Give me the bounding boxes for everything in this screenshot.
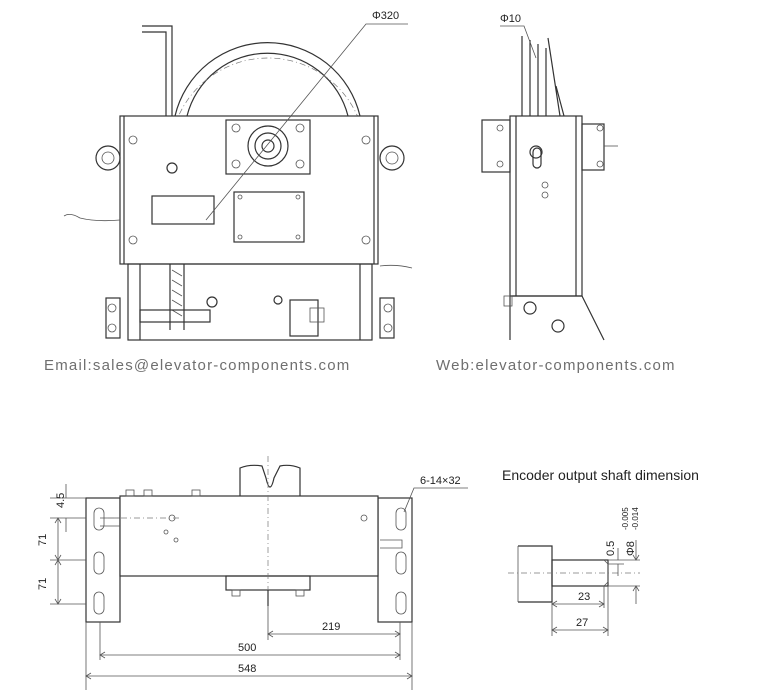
dim-219: 219	[322, 621, 340, 633]
dim-71-a: 71	[37, 534, 49, 546]
plan-view: 4.5 71 71 219 500 548 6-14×32	[37, 456, 468, 690]
shaft-diameter-label: Φ8	[625, 541, 637, 556]
tolerance-lower: -0.014	[631, 507, 640, 530]
dim-500: 500	[238, 642, 256, 654]
encoder-detail: Encoder output shaft dimension 23 27 0.5…	[502, 467, 699, 636]
dim-548: 548	[238, 663, 256, 675]
chamfer-label: 0.5	[605, 541, 617, 556]
encoder-title: Encoder output shaft dimension	[502, 467, 699, 483]
side-diameter-label: Φ10	[500, 13, 521, 25]
shaft-length-23: 23	[578, 591, 590, 603]
front-view: Φ320	[63, 10, 413, 341]
pulley-diameter-label: Φ320	[372, 10, 399, 22]
shaft-length-27: 27	[576, 617, 588, 629]
tolerance-upper: -0.005	[621, 507, 630, 530]
dim-4-5: 4.5	[55, 493, 67, 508]
slots-label: 6-14×32	[420, 475, 461, 487]
web-watermark: Web:elevator-components.com	[436, 357, 676, 374]
side-view: Φ10	[481, 13, 618, 341]
email-watermark: Email:sales@elevator-components.com	[44, 357, 351, 374]
dim-71-b: 71	[37, 578, 49, 590]
